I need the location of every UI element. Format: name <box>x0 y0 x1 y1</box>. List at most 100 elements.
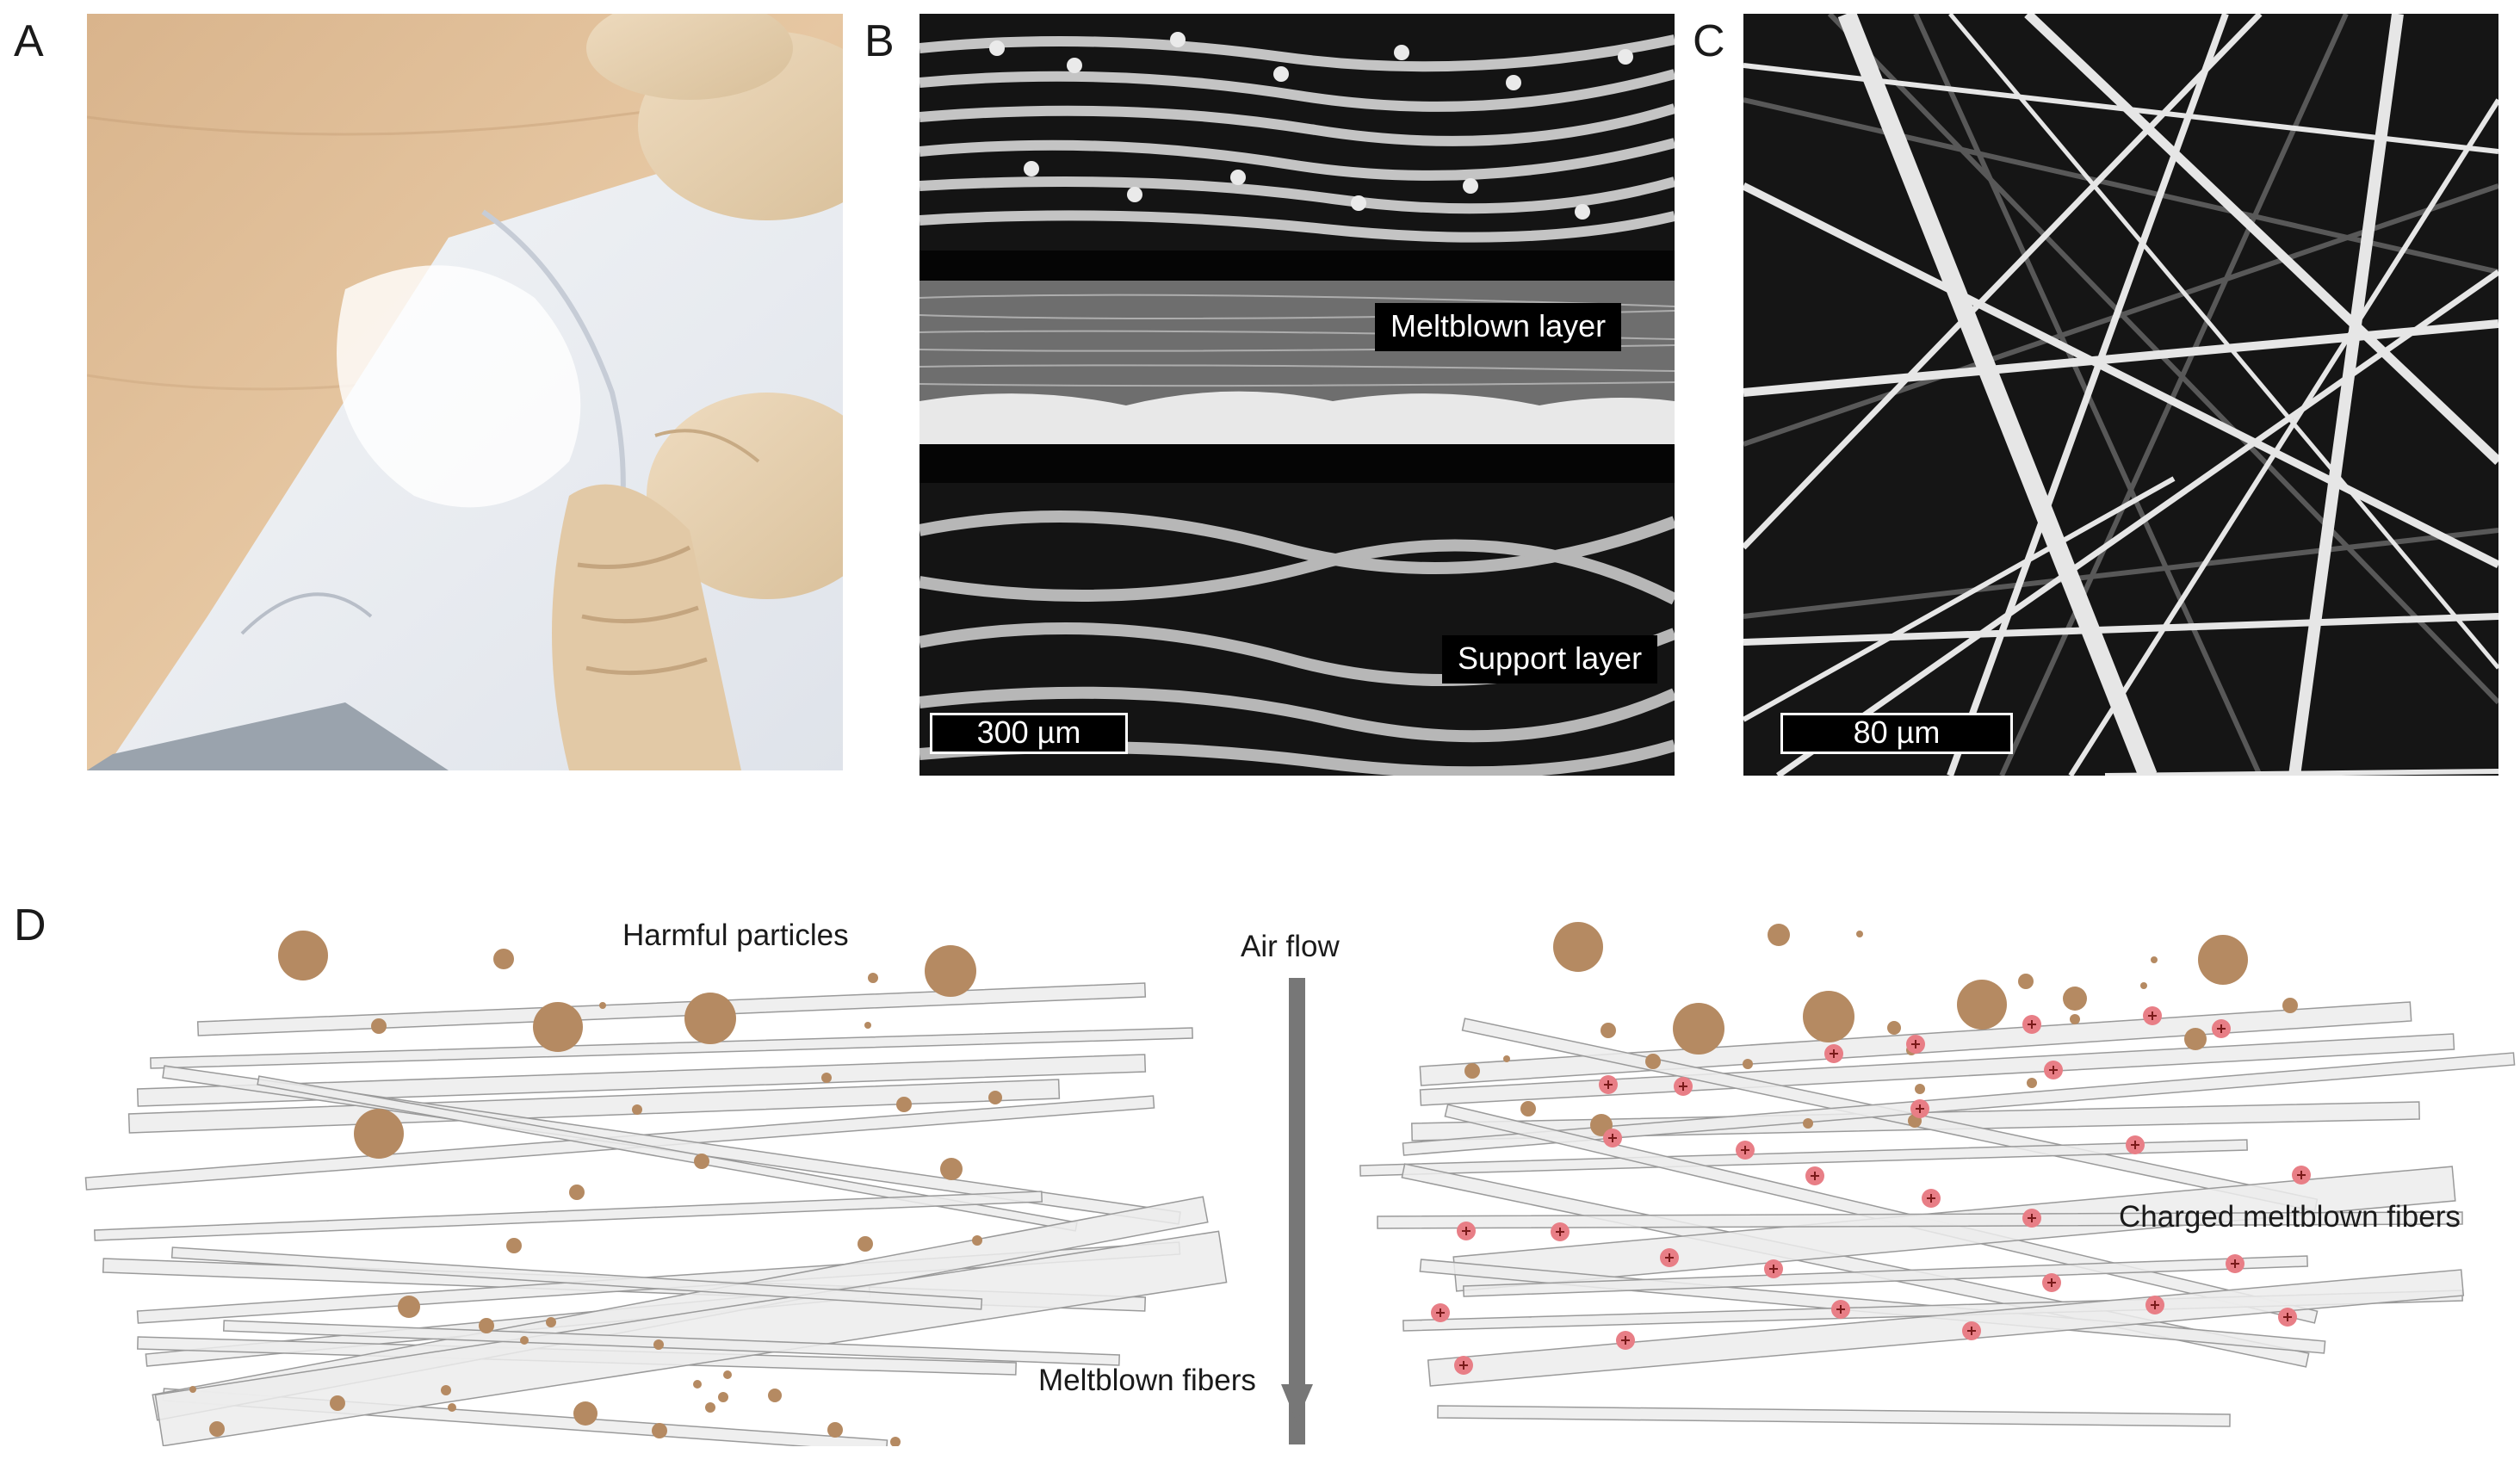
positive-charge <box>1764 1259 1783 1278</box>
particle <box>1645 1054 1661 1069</box>
particle <box>858 1236 873 1252</box>
particle <box>520 1336 529 1345</box>
positive-charge <box>1736 1141 1755 1160</box>
particle <box>569 1185 585 1200</box>
positive-charge <box>1551 1222 1570 1241</box>
positive-charge <box>1603 1129 1622 1147</box>
positive-charge <box>1831 1300 1850 1319</box>
fiber <box>150 1027 1193 1069</box>
particle <box>2070 1014 2080 1024</box>
fiber <box>1463 1255 2308 1297</box>
positive-charge <box>2042 1273 2061 1292</box>
meltblown-fibers-group <box>84 982 1228 1446</box>
particle <box>599 1002 606 1009</box>
panel-letter-b: B <box>864 16 895 66</box>
positive-charge <box>1824 1044 1843 1063</box>
air-flow-arrow <box>1281 978 1313 1444</box>
positive-charge <box>1962 1321 1981 1340</box>
sem-fiber-image <box>1743 14 2498 776</box>
particle <box>448 1403 456 1412</box>
fiber <box>1359 1139 2248 1177</box>
particle <box>546 1317 556 1327</box>
particle <box>2140 982 2147 989</box>
positive-charge <box>2226 1254 2244 1273</box>
particle <box>718 1392 728 1402</box>
fiber <box>196 982 1147 1036</box>
particle <box>868 973 878 983</box>
particle <box>573 1401 597 1426</box>
positive-charge <box>2143 1006 2162 1025</box>
particle <box>2027 1078 2037 1088</box>
positive-charge <box>1805 1166 1824 1185</box>
support-layer-label: Support layer <box>1442 635 1658 684</box>
particle <box>1915 1084 1925 1094</box>
fiber <box>1437 1405 2231 1427</box>
particle <box>209 1421 225 1437</box>
particle <box>371 1018 387 1034</box>
particle <box>693 1380 702 1389</box>
positive-charge <box>2022 1015 2041 1034</box>
particle <box>278 931 328 980</box>
positive-charge <box>2126 1135 2145 1154</box>
particle <box>723 1370 732 1379</box>
particle <box>653 1339 664 1350</box>
sem-fiber-drawing <box>1743 14 2498 776</box>
particle <box>354 1109 404 1159</box>
scale-bar-c: 80 µm <box>1780 713 2013 754</box>
harmful-particles-group <box>189 931 1002 1446</box>
particle <box>506 1238 522 1253</box>
particle <box>940 1158 963 1180</box>
mask-layer-photo-drawing <box>87 14 843 770</box>
positive-charge <box>1906 1035 1925 1054</box>
fiber <box>170 1246 983 1310</box>
particle <box>925 945 976 997</box>
particle <box>864 1022 871 1029</box>
particle <box>1553 922 1603 972</box>
positive-charge <box>1674 1077 1693 1096</box>
positive-charge <box>1922 1189 1941 1208</box>
positive-charge <box>2145 1296 2164 1314</box>
fiber <box>136 1054 1147 1107</box>
scale-bar-b: 300 µm <box>930 713 1128 754</box>
particle <box>2151 956 2158 963</box>
particle <box>694 1154 709 1169</box>
particle <box>1601 1023 1616 1038</box>
particle <box>1503 1055 1510 1062</box>
positive-charges-group <box>1431 1006 2311 1375</box>
particle <box>533 1002 583 1052</box>
particle <box>1673 1003 1724 1055</box>
fiber <box>1402 1052 2516 1156</box>
particle <box>972 1235 982 1246</box>
fiber <box>1427 1269 2465 1387</box>
particle <box>2198 935 2248 985</box>
particle <box>632 1104 642 1115</box>
captured-particles-group <box>1464 922 2298 1136</box>
fiber <box>1377 1211 2463 1229</box>
air-flow-label: Air flow <box>1241 930 1340 963</box>
positive-charge <box>1660 1248 1679 1267</box>
positive-charge <box>2022 1209 2041 1228</box>
sem-cross-section-drawing <box>919 14 1675 776</box>
particle <box>1464 1063 1480 1079</box>
charged-meltblown-fibers-label: Charged meltblown fibers <box>2119 1200 2461 1234</box>
panel-letter-a: A <box>14 16 44 66</box>
harmful-particles-label: Harmful particles <box>622 919 849 952</box>
particle <box>988 1091 1002 1104</box>
particle <box>1803 991 1854 1042</box>
meltblown-fibers-label: Meltblown fibers <box>1038 1364 1256 1397</box>
particle <box>441 1385 451 1395</box>
positive-charge <box>1457 1222 1476 1240</box>
particle <box>2282 998 2298 1013</box>
particle <box>890 1437 901 1446</box>
positive-charge <box>2044 1061 2063 1079</box>
charged-fibers-group <box>1359 1001 2516 1427</box>
particle <box>189 1386 196 1393</box>
mask-layer-photo <box>87 14 843 770</box>
particle <box>1957 980 2007 1030</box>
particle <box>705 1402 715 1413</box>
positive-charge <box>2292 1166 2311 1185</box>
particle <box>398 1296 420 1318</box>
particle <box>821 1073 832 1083</box>
particle <box>1520 1101 1536 1117</box>
particle <box>1743 1059 1753 1069</box>
